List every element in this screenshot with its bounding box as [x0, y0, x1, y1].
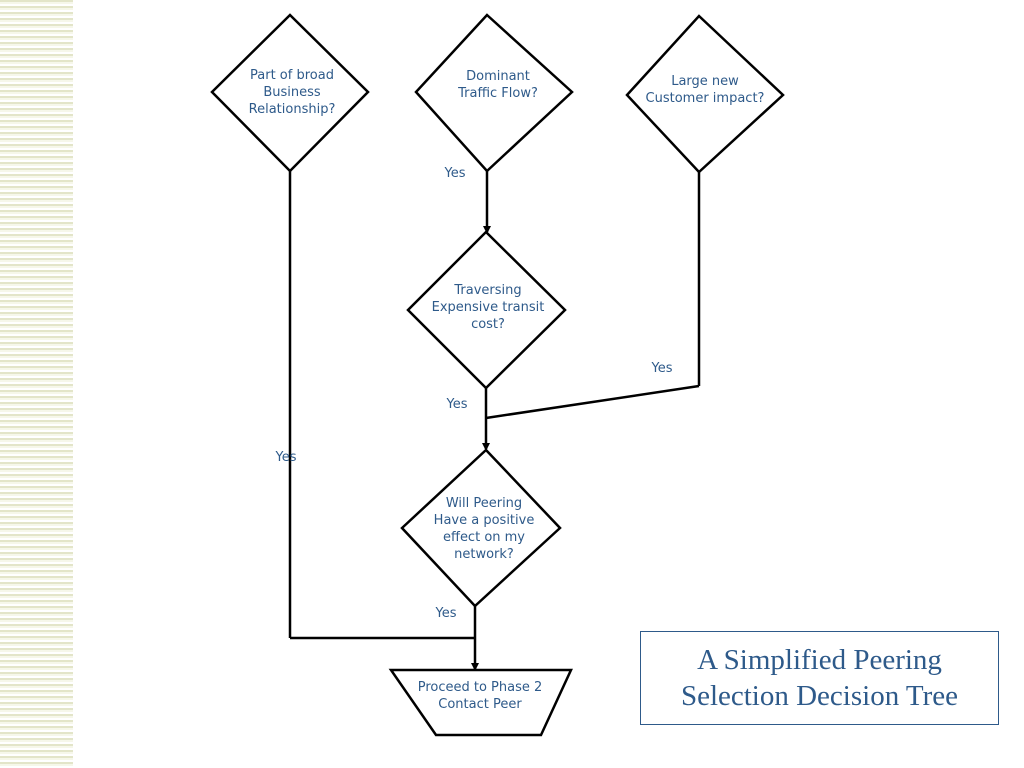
decision-peering-line-1: Will Peering: [446, 496, 522, 511]
decision-customer-line-2: Customer impact?: [646, 91, 765, 106]
diamond-shape: [400, 448, 562, 608]
connector-lines: [288, 171, 701, 671]
decision-business-line-2: Business: [263, 85, 321, 100]
decision-business-line-1: Part of broad: [250, 68, 334, 83]
decision-transit-line-2: Expensive transit: [432, 300, 545, 315]
decision-transit-line-3: cost?: [471, 317, 505, 332]
decision-traffic-line-1: Dominant: [466, 69, 530, 84]
label-peering-yes: Yes: [435, 606, 457, 621]
terminal-proceed: Proceed to Phase 2 Contact Peer: [388, 668, 573, 737]
edge-customer-to-merge: [485, 384, 700, 420]
diamond-shape: [406, 230, 567, 390]
diamond-shape: [414, 13, 574, 173]
diamond-shape: [210, 13, 370, 173]
decision-transit: Traversing Expensive transit cost?: [406, 230, 567, 390]
decorative-stripes: [0, 0, 73, 768]
decision-traffic-line-2: Traffic Flow?: [457, 86, 538, 101]
decision-peering-line-3: effect on my: [443, 530, 525, 545]
decision-peering-line-4: network?: [454, 547, 514, 562]
decision-traffic: Dominant Traffic Flow?: [414, 13, 574, 173]
terminal-proceed-line-1: Proceed to Phase 2: [418, 680, 543, 695]
decision-customer: Large new Customer impact?: [625, 14, 785, 174]
decision-peering-line-2: Have a positive: [434, 513, 535, 528]
terminal-proceed-line-2: Contact Peer: [438, 697, 522, 712]
slide-title-line-1: A Simplified Peering: [697, 644, 942, 676]
slide-title-line-2: Selection Decision Tree: [680, 680, 959, 712]
label-business-yes: Yes: [275, 450, 297, 465]
label-traffic-yes: Yes: [444, 166, 466, 181]
decision-peering: Will Peering Have a positive effect on m…: [400, 448, 562, 608]
decision-business: Part of broad Business Relationship?: [210, 13, 370, 173]
slide-title-box: A Simplified Peering Selection Decision …: [640, 631, 999, 725]
diamond-shape: [625, 14, 785, 174]
label-transit-yes: Yes: [446, 397, 468, 412]
trapezoid-shape: [388, 668, 573, 737]
decision-business-line-3: Relationship?: [249, 102, 336, 117]
label-customer-yes: Yes: [651, 361, 673, 376]
decision-transit-line-1: Traversing: [453, 283, 521, 298]
decision-customer-line-1: Large new: [671, 74, 739, 89]
